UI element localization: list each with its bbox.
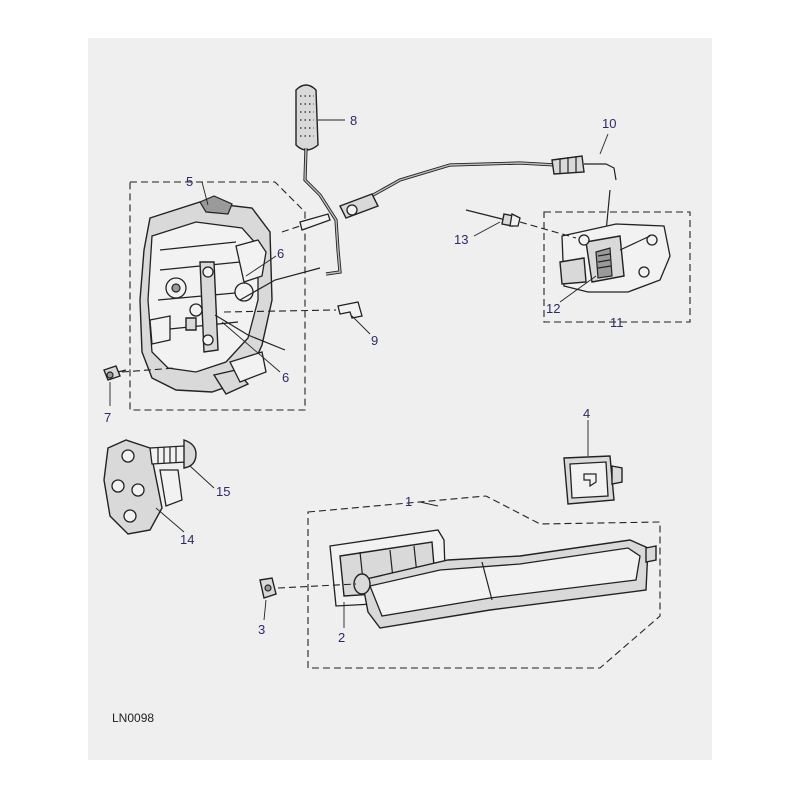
callout-7: 7 [104, 410, 111, 425]
rod-clip [223, 301, 363, 319]
callout-8: 8 [350, 113, 357, 128]
leader-6b [221, 321, 281, 373]
callout-11: 11 [610, 315, 624, 330]
callout-6-lower: 6 [282, 370, 289, 385]
callout-9: 9 [371, 333, 378, 348]
lock-rod-lower [214, 314, 286, 351]
latch-group-box [543, 211, 691, 323]
callout-5: 5 [186, 174, 193, 189]
leader-12 [559, 275, 597, 303]
interior-handle [295, 84, 319, 151]
leader-14 [155, 507, 185, 533]
leader-5 [201, 181, 209, 206]
handle-screw [259, 577, 357, 599]
rod-connector [299, 213, 331, 231]
callout-13: 13 [454, 232, 468, 247]
callout-1: 1 [405, 494, 412, 509]
release-cable [349, 161, 557, 210]
callout-4: 4 [583, 406, 590, 421]
exterior-door-handle [353, 539, 657, 629]
door-lock-assembly [139, 195, 273, 395]
leader-15 [189, 465, 215, 489]
handle-rod [303, 147, 342, 276]
door-striker [103, 439, 183, 535]
interior-latch-assembly [559, 223, 671, 293]
exterior-handle-group-box [307, 495, 661, 669]
leader-3 [263, 599, 267, 621]
leader-9 [351, 315, 371, 335]
callout-15: 15 [216, 484, 230, 499]
reference-code: LN0098 [112, 711, 155, 725]
lock-screw [103, 365, 176, 406]
callout-10: 10 [602, 116, 616, 131]
callout-2: 2 [338, 630, 345, 645]
cable-end-fitting [339, 155, 617, 233]
lock-cover [563, 455, 623, 505]
callout-3: 3 [258, 622, 265, 637]
callout-12: 12 [546, 301, 560, 316]
diagram-panel [88, 38, 712, 760]
lock-rod-upper [239, 267, 321, 301]
leader-6a [245, 255, 277, 277]
leader-10 [599, 133, 609, 155]
rivet [465, 209, 577, 239]
leader-13 [473, 221, 501, 237]
callout-6-upper: 6 [277, 246, 284, 261]
leader-1 [419, 501, 439, 507]
callout-14: 14 [180, 532, 194, 547]
striker-bolt [149, 439, 197, 469]
